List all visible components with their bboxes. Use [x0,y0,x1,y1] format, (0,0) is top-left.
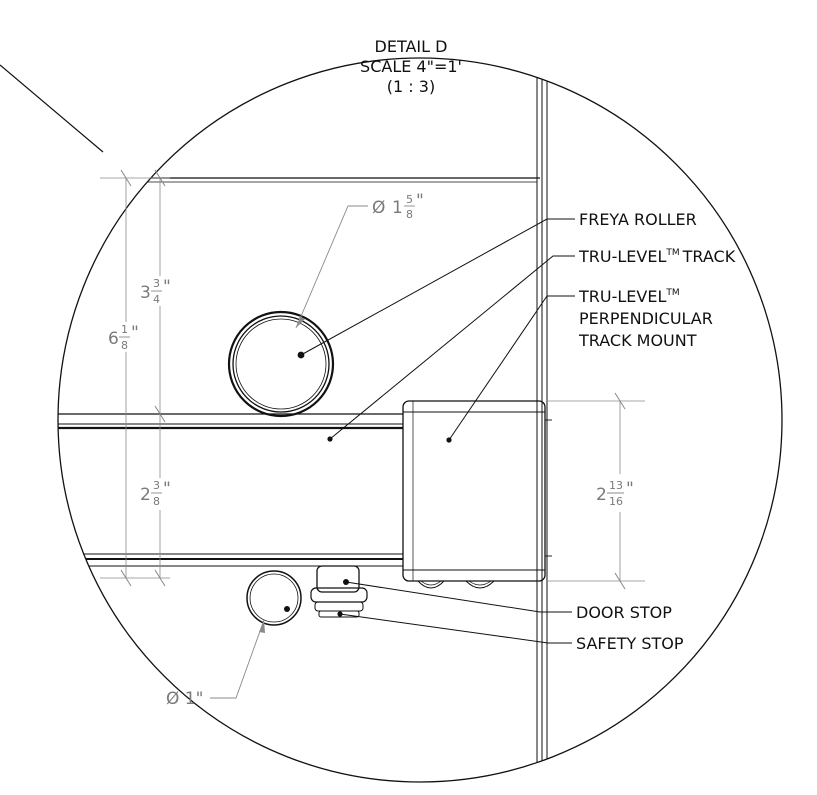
roller-diameter-leader [295,205,368,329]
svg-text:Ø: Ø [372,198,385,218]
dim-text-track-height: 2 3 8 " [140,479,171,508]
svg-text:": " [163,277,171,297]
svg-text:": " [416,191,424,211]
svg-text:2: 2 [596,485,607,505]
svg-text:": " [163,479,171,499]
svg-text:1: 1 [121,323,128,336]
svg-text:8: 8 [406,208,413,221]
label-safety-stop: SAFETY STOP [576,634,684,653]
wall-edge [536,58,548,782]
svg-text:5: 5 [406,193,413,206]
perpendicular-track-mount [402,400,552,589]
svg-text:3: 3 [140,283,151,303]
svg-text:2: 2 [140,485,151,505]
svg-text:": " [626,479,634,499]
freya-roller [227,310,335,418]
svg-text:16: 16 [609,495,623,508]
label-leaders [300,218,575,644]
detail-ratio: (1 : 3) [387,77,435,96]
dimension-track-height [154,414,166,587]
detail-boundary-circle [57,57,783,783]
dim-text-roller-dia: Ø 1 5 8 " [372,191,424,221]
dim-text-top-height: 3 3 4 " [140,277,171,306]
dimension-total-height [120,169,132,587]
svg-text:3: 3 [153,277,160,290]
svg-text:8: 8 [121,339,128,352]
door-panel [58,177,540,183]
detail-title: DETAIL D [375,37,448,56]
extension-lines [100,177,170,579]
door-stop [310,565,368,618]
stop-diameter-leader [210,619,265,699]
dim-text-stop-dia: Ø 1" [166,689,203,709]
svg-text:4: 4 [153,293,160,306]
label-mount-line3: TRACK MOUNT [578,331,697,350]
dim-text-total-height: 6 1 8 " [108,323,139,352]
label-mount-line2: PERPENDICULAR [579,309,713,328]
tru-level-track [58,413,403,567]
label-freya-roller: FREYA ROLLER [579,210,697,229]
svg-text:8: 8 [153,495,160,508]
svg-text:3: 3 [153,479,160,492]
label-mount-line1: TRU-LEVELTM [578,287,680,306]
safety-stop-roller [246,570,302,626]
svg-text:6: 6 [108,329,119,349]
label-door-stop: DOOR STOP [576,603,672,622]
detail-callout-leader [0,64,104,153]
svg-text:13: 13 [609,479,623,492]
dimension-mount-height [548,392,645,590]
dim-text-mount-height: 2 13 16 " [596,479,634,508]
svg-text:1: 1 [392,198,403,218]
detail-scale: SCALE 4"=1' [360,57,462,76]
svg-text:": " [131,323,139,343]
